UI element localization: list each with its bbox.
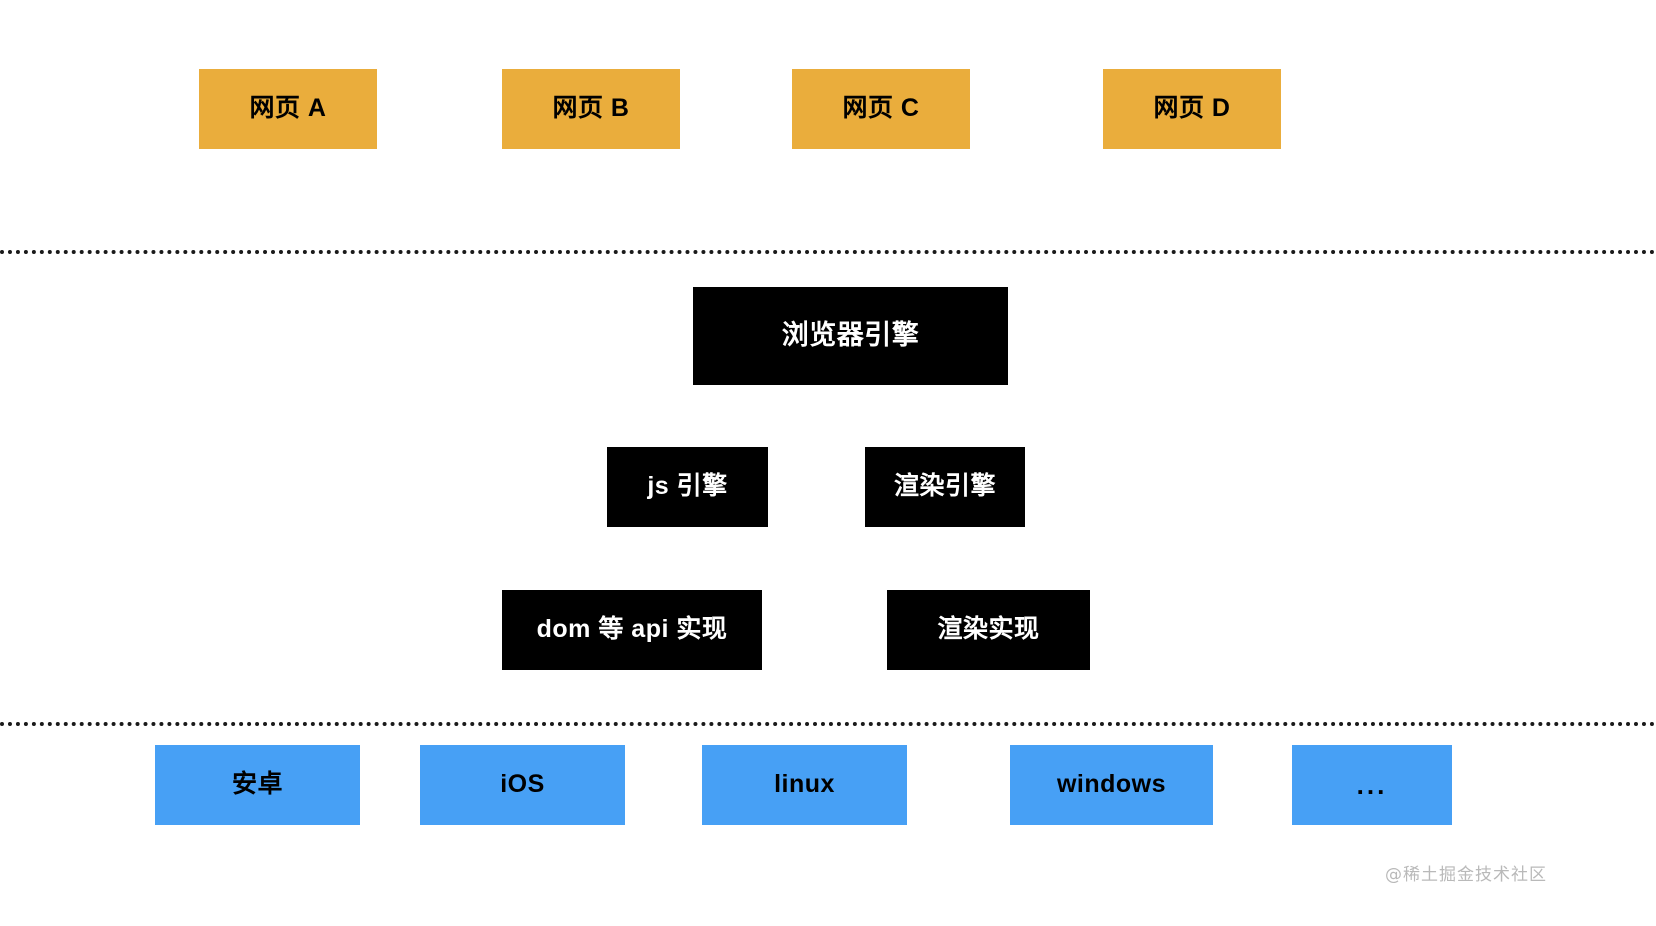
node-label: 浏览器引擎 [781, 320, 920, 351]
node-webpage-a[interactable]: 网页 A [199, 69, 377, 149]
node-label: 网页 B [552, 94, 630, 123]
node-label: linux [774, 770, 835, 799]
node-render-implementation[interactable]: 渲染实现 [887, 590, 1090, 670]
node-label: js 引擎 [647, 472, 728, 501]
node-browser-engine[interactable]: 浏览器引擎 [693, 287, 1008, 385]
node-os-more[interactable]: ... [1292, 745, 1452, 825]
divider-engine-os [0, 722, 1656, 726]
node-label: 渲染实现 [937, 615, 1040, 644]
node-webpage-d[interactable]: 网页 D [1103, 69, 1281, 149]
node-label: 安卓 [231, 770, 283, 799]
node-label: 网页 C [842, 94, 920, 123]
node-webpage-b[interactable]: 网页 B [502, 69, 680, 149]
node-os-windows[interactable]: windows [1010, 745, 1213, 825]
node-os-ios[interactable]: iOS [420, 745, 625, 825]
node-label: 网页 A [249, 94, 327, 123]
node-label: iOS [500, 770, 545, 799]
node-webpage-c[interactable]: 网页 C [792, 69, 970, 149]
node-label: dom 等 api 实现 [536, 615, 728, 644]
node-label: 渲染引擎 [893, 472, 996, 501]
node-js-engine[interactable]: js 引擎 [607, 447, 768, 527]
divider-pages-engine [0, 250, 1656, 254]
node-os-android[interactable]: 安卓 [155, 745, 360, 825]
node-dom-api-implementation[interactable]: dom 等 api 实现 [502, 590, 762, 670]
node-render-engine[interactable]: 渲染引擎 [865, 447, 1025, 527]
node-label: ... [1356, 769, 1388, 800]
node-os-linux[interactable]: linux [702, 745, 907, 825]
node-label: 网页 D [1153, 94, 1231, 123]
node-label: windows [1056, 770, 1167, 799]
watermark: @稀土掘金技术社区 [1385, 865, 1547, 885]
